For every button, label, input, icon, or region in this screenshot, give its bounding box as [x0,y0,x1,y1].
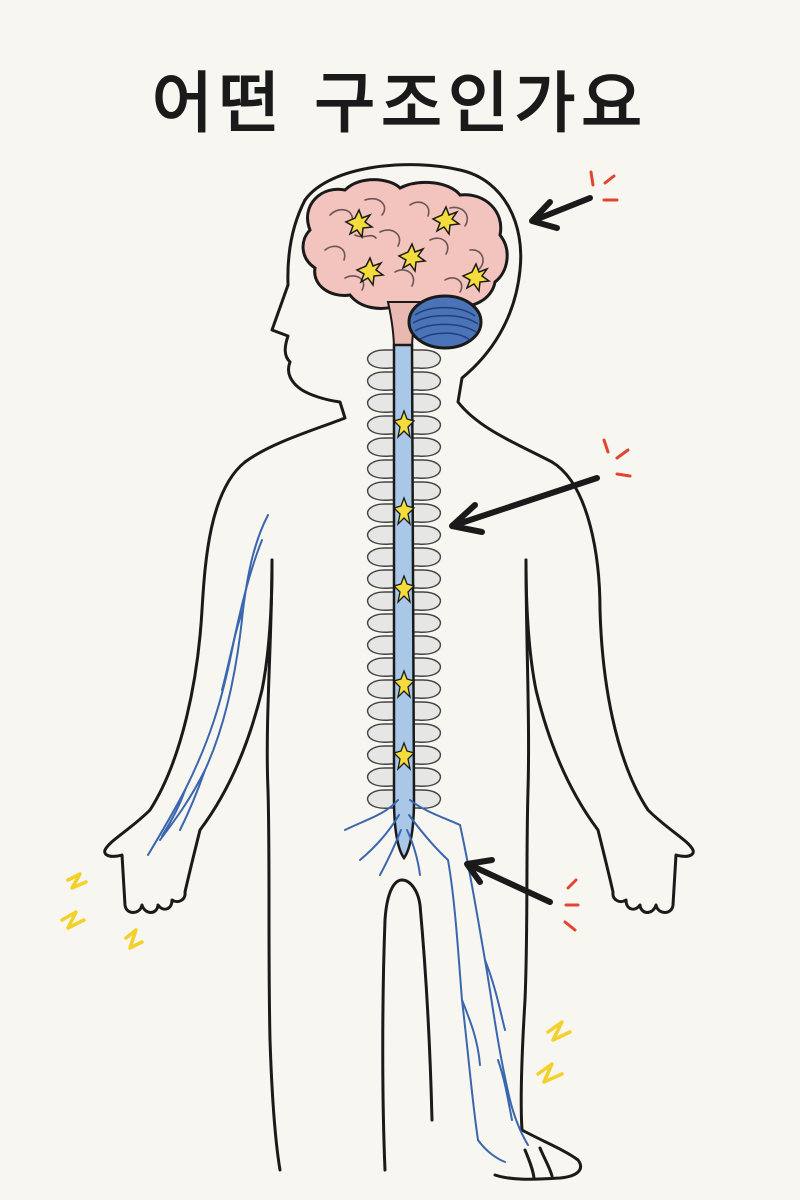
spinal-sparkle [392,669,416,699]
emphasis-marks [563,170,632,932]
nerve-icon [147,514,529,1163]
spinal-sparkle [392,496,416,526]
page-title: 어떤 구조인가요 [151,65,649,142]
lightning-icon [60,872,572,1084]
spinal-sparkle [392,741,416,771]
brain-icon [301,178,509,316]
arrow-icon [464,857,553,905]
body-outline [103,163,695,1181]
spinal-sparkle [392,409,416,439]
cerebellum-icon [407,294,483,350]
spinal-sparkle [392,574,416,604]
arrow-icon [529,195,593,231]
arrow-icon [449,475,600,535]
spinal-cord-icon [392,343,416,861]
